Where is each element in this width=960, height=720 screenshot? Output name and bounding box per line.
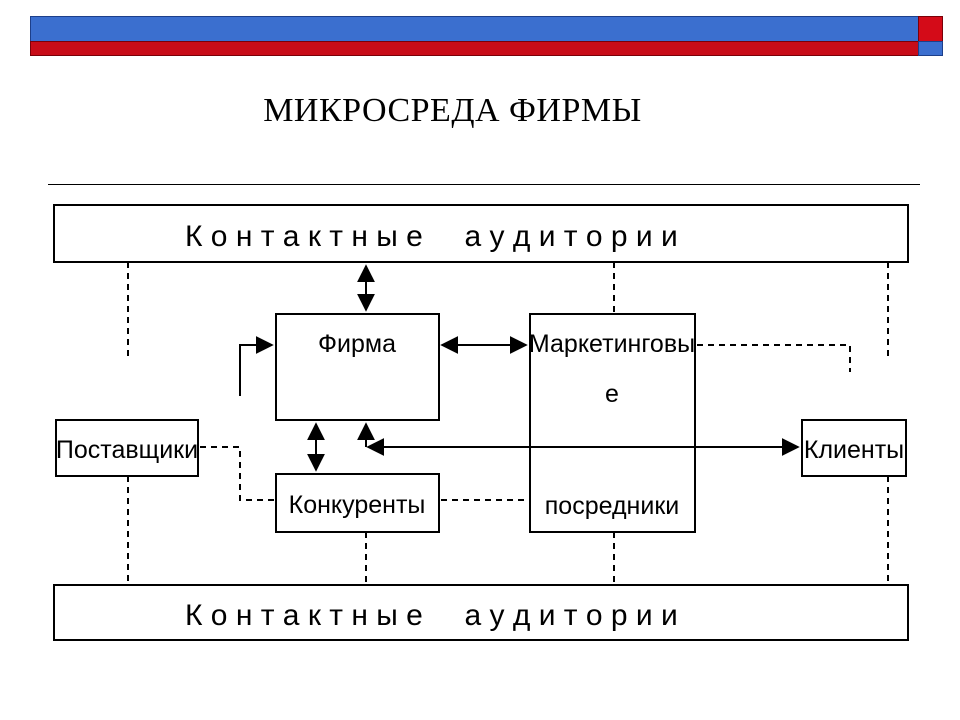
suppliers-node: Поставщики	[55, 419, 199, 477]
suppliers-label: Поставщики	[56, 436, 198, 464]
top-contact-audiences: К о н т а к т н ы е а у д и т о р и и	[53, 204, 909, 263]
clients-label: Клиенты	[804, 436, 904, 464]
slide-title: МИКРОСРЕДА ФИРМЫ	[263, 92, 642, 129]
clients-node: Клиенты	[801, 419, 907, 477]
bottom-contact-audiences: К о н т а к т н ы е а у д и т о р и и	[53, 584, 909, 641]
dashed-guides	[127, 262, 889, 585]
intermediaries-label-3: посредники	[545, 492, 679, 520]
firm-node: Фирма	[275, 313, 440, 421]
intermediaries-label-1: Маркетинговы	[529, 330, 695, 358]
intermediaries-label-2: е	[605, 380, 619, 408]
header-blue-square	[918, 41, 943, 56]
top-band-label: К о н т а к т н ы е а у д и т о р и и	[185, 220, 678, 253]
title-divider	[48, 184, 920, 185]
competitors-label: Конкуренты	[289, 491, 426, 519]
bottom-band-label: К о н т а к т н ы е а у д и т о р и и	[185, 599, 678, 632]
intermediaries-node: Маркетинговы е посредники	[529, 313, 696, 533]
connectors	[200, 264, 851, 501]
competitors-node: Конкуренты	[275, 473, 440, 533]
firm-label: Фирма	[318, 330, 396, 358]
